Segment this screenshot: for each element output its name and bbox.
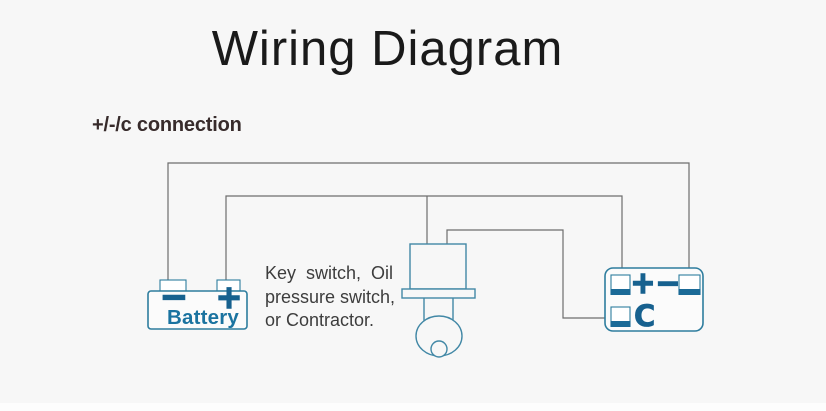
terminal-bar-c <box>610 321 631 327</box>
key-switch-keyhole <box>430 340 448 358</box>
terminal-block: + − C <box>604 265 704 333</box>
key-switch <box>401 243 476 358</box>
block-plus-sign: + <box>630 266 655 301</box>
switch-note-line-1: Key switch, Oil <box>265 263 394 283</box>
wires <box>167 162 690 319</box>
connection-subtitle: +/-/c connection <box>92 114 242 136</box>
page-title: Wiring Diagram <box>211 22 564 76</box>
key-switch-flange <box>401 288 476 299</box>
terminal-bar-minus <box>678 289 701 295</box>
key-switch-body <box>409 243 467 290</box>
switch-note-line-3: or Contractor. <box>265 310 375 330</box>
bottom-margin <box>0 403 826 411</box>
battery-box <box>147 290 248 330</box>
wire-battery-plus-to-block-plus <box>225 195 623 280</box>
wire-key-switch-to-c-terminal <box>446 229 612 319</box>
terminal-bar-plus <box>610 289 631 295</box>
switch-note-line-2: pressure switch, <box>265 286 396 307</box>
battery: − + Battery <box>147 276 248 330</box>
wire-battery-minus-to-block-minus <box>167 162 690 280</box>
block-minus-sign: − <box>655 266 680 301</box>
battery-minus-sign: − <box>160 277 189 317</box>
block-c-label: C <box>634 299 655 333</box>
battery-plus-sign: + <box>216 278 243 316</box>
battery-label: Battery <box>167 306 239 329</box>
switch-note: Key switch, Oil pressure switch, or Cont… <box>265 262 395 333</box>
